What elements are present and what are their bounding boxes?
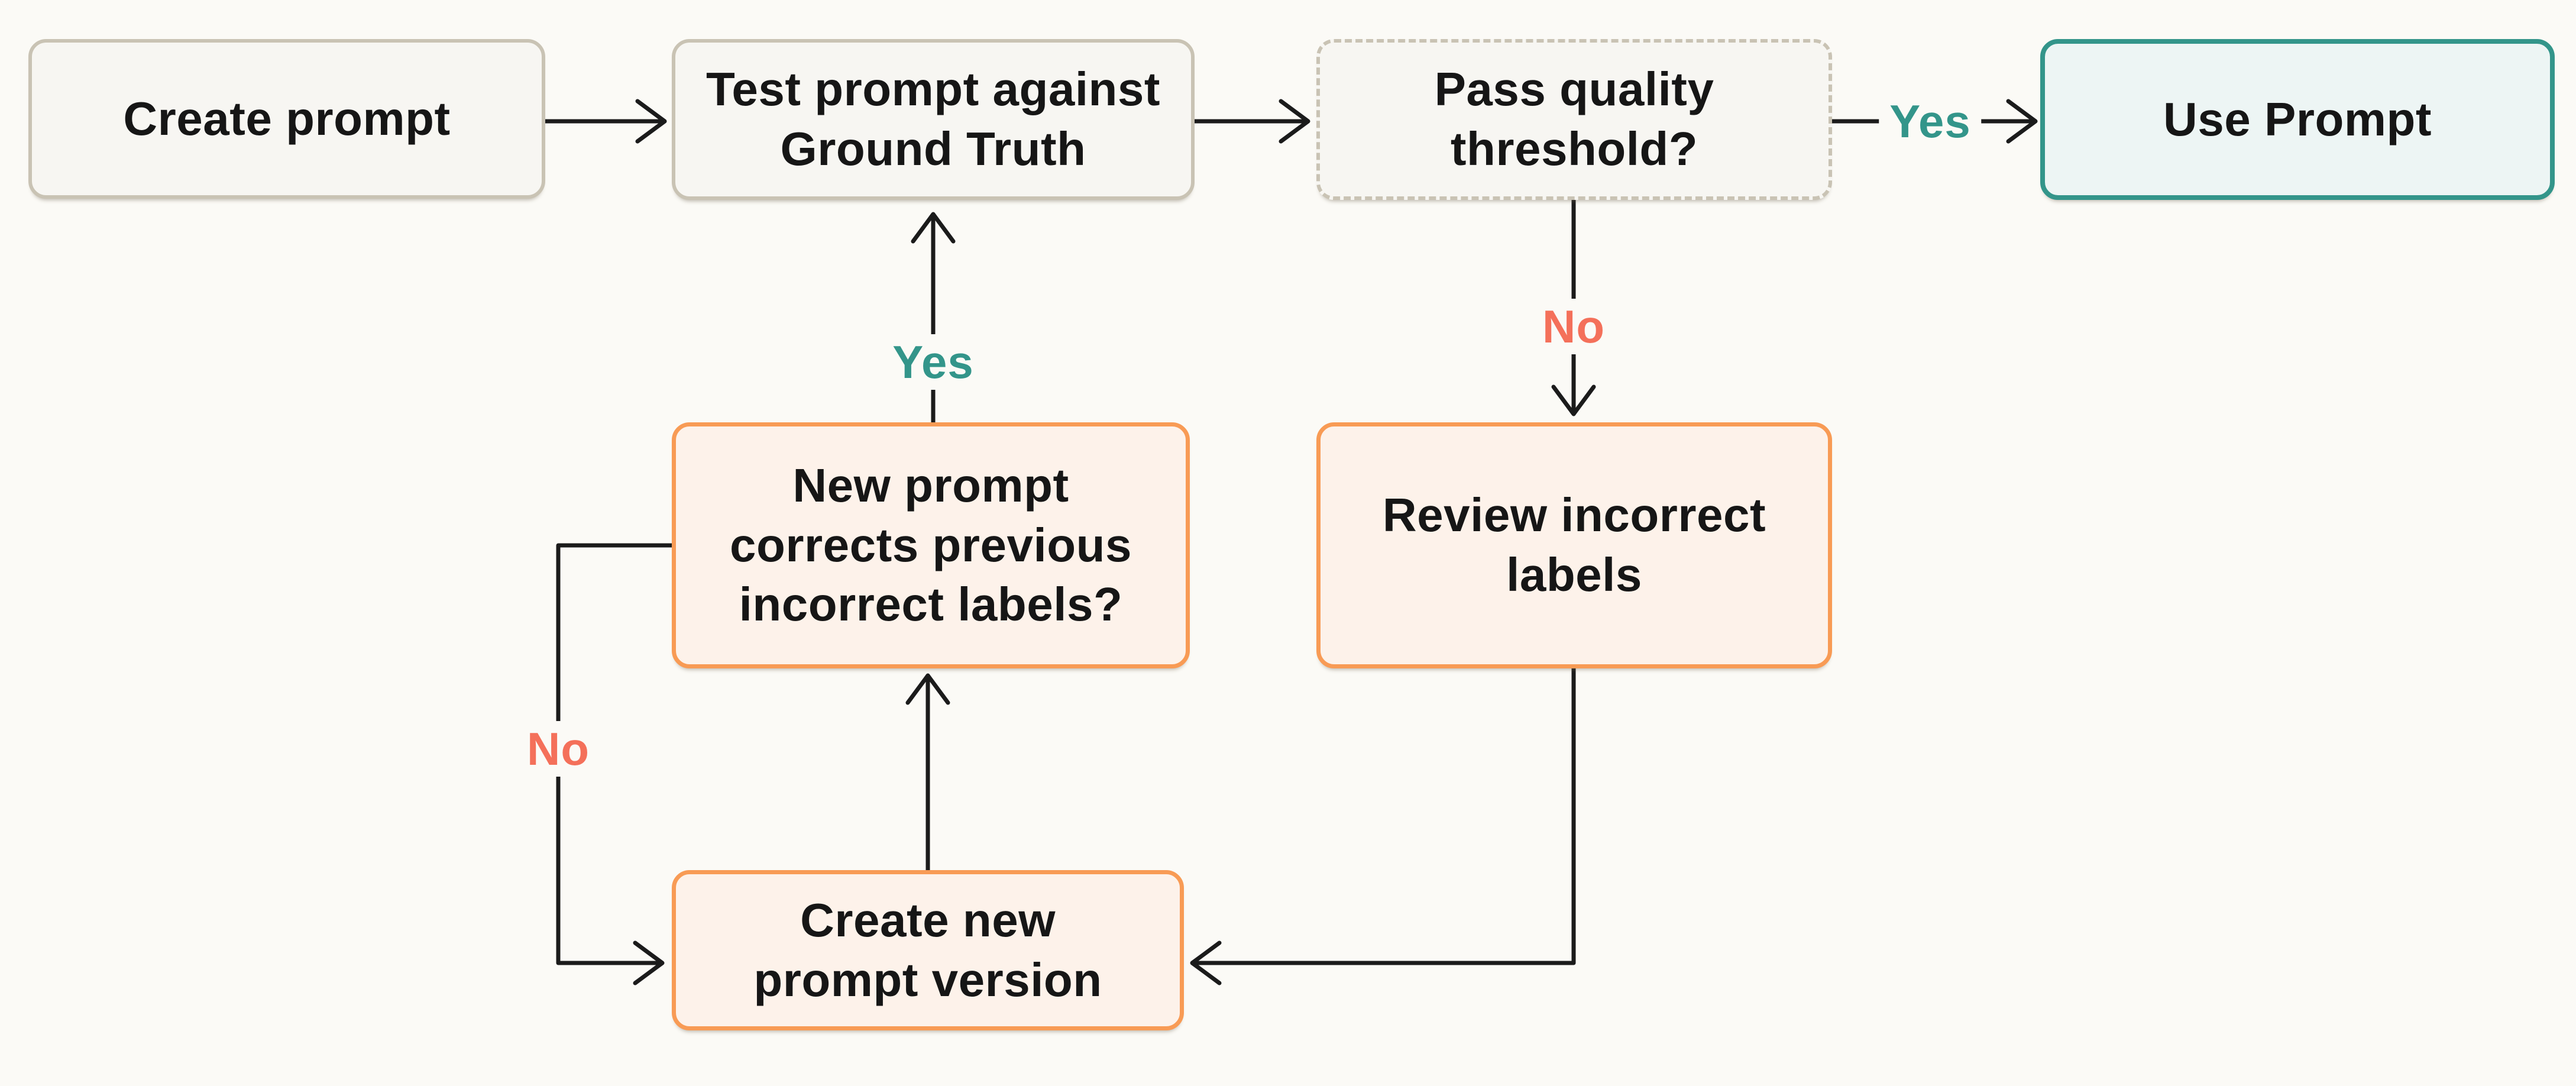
edge-label-yes-corrects-to-test: Yes [882,334,985,390]
edge-label-no-pass-to-review: No [1532,299,1616,354]
arrowhead-left-icon [1190,940,1222,985]
arrowhead-up-icon [911,212,956,244]
node-pass-quality-threshold: Pass quality threshold? [1316,39,1832,200]
node-review-incorrect-labels: Review incorrect labels [1316,422,1832,668]
arrowhead-up-icon [905,673,950,705]
edge-label-no-corrects-loop: No [516,721,600,777]
edge-label-yes-pass-to-use: Yes [1879,93,1982,149]
arrowhead-right-icon [635,99,667,144]
node-use-prompt: Use Prompt [2040,39,2555,200]
node-new-prompt-corrects-previous-incorrect-labels: New prompt corrects previous incorrect l… [672,422,1190,668]
arrowhead-right-icon [1279,99,1310,144]
arrowhead-right-icon [2006,99,2038,144]
arrowhead-down-icon [1551,384,1596,416]
arrowhead-right-icon [633,940,665,985]
node-create-new-prompt-version: Create new prompt version [672,870,1184,1030]
node-test-prompt-against-ground-truth: Test prompt against Ground Truth [672,39,1195,200]
node-create-prompt: Create prompt [28,39,545,199]
edge-review-to-createnew [1193,666,1576,965]
